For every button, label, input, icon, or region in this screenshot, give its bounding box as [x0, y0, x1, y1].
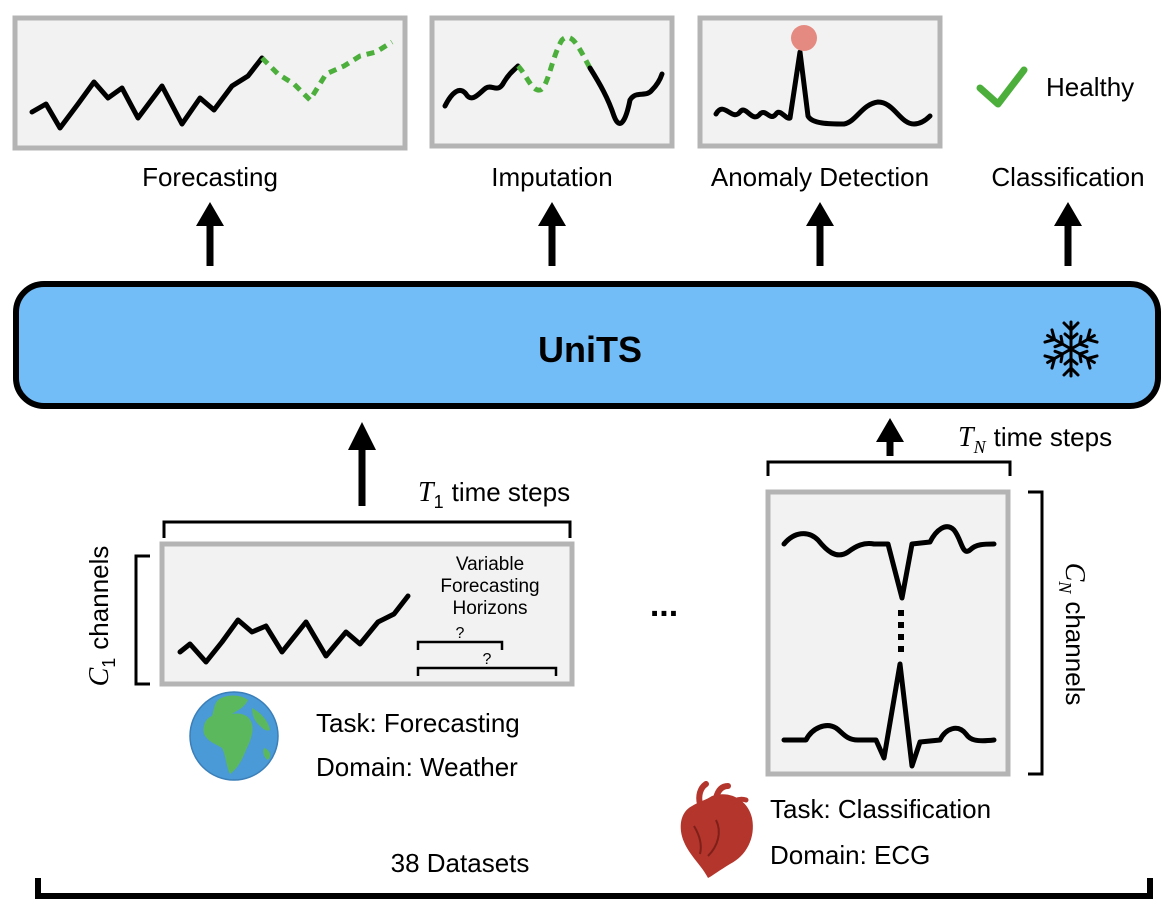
dataset-n-task: Task: Classification	[770, 794, 991, 824]
classification-label: Classification	[991, 162, 1144, 192]
ecg-series-top	[781, 524, 997, 601]
anomaly-series	[713, 49, 933, 127]
dataset-1-time-bracket	[162, 520, 572, 538]
snowflake-icon	[1042, 320, 1100, 378]
datasets-bracket	[35, 878, 1153, 899]
dataset-n-time-bracket	[766, 460, 1012, 476]
arrow-to-imputation-icon	[538, 202, 566, 266]
forecasting-panel	[12, 15, 408, 151]
input-arrow-n-icon	[876, 418, 904, 456]
arrow-to-anomaly-icon	[806, 202, 834, 266]
imputation-label: Imputation	[491, 162, 612, 192]
dataset-n-channel-bracket	[1028, 490, 1044, 776]
anomaly-detection-label: Anomaly Detection	[711, 162, 929, 192]
units-model-block: UniTS	[13, 281, 1161, 409]
forecasting-label: Forecasting	[142, 162, 278, 192]
model-name: UniTS	[538, 329, 642, 370]
dataset-n-channels-label: CNchannels	[1055, 563, 1090, 706]
horizon-mark-short: ?	[456, 625, 465, 642]
horizon-mark-long: ?	[483, 651, 492, 668]
globe-icon	[189, 691, 279, 781]
horizons-label-line2: Forecasting	[440, 576, 539, 597]
datasets-ellipsis: ...	[650, 586, 678, 624]
dataset-1-channel-bracket	[134, 554, 150, 686]
input-arrow-1-icon	[348, 422, 376, 506]
horizon-bracket-short	[416, 640, 504, 650]
forecasting-prediction-series	[260, 39, 394, 103]
imputation-panel	[429, 15, 675, 149]
dataset-1-channels-label: C1channels	[84, 546, 119, 687]
anomaly-marker	[791, 25, 817, 51]
horizons-label-line1: Variable	[456, 554, 524, 575]
heart-icon	[680, 781, 753, 878]
horizon-bracket-long	[416, 666, 558, 676]
imputation-imputed-series	[516, 35, 593, 93]
dataset-1-task: Task: Forecasting	[316, 708, 520, 738]
forecasting-history-series	[29, 55, 265, 131]
horizons-label-line3: Horizons	[453, 598, 528, 619]
classification-result-label: Healthy	[1046, 72, 1134, 102]
imputation-observed-series-right	[587, 65, 665, 126]
output-arrows	[196, 202, 1082, 266]
checkmark-icon	[976, 66, 1028, 108]
arrow-to-forecasting-icon	[196, 202, 224, 266]
anomaly-detection-panel	[697, 15, 943, 149]
arrow-to-classification-icon	[1054, 202, 1082, 266]
dataset-1-panel	[159, 541, 575, 687]
datasets-count-label: 38 Datasets	[391, 848, 530, 878]
dataset-n-domain: Domain: ECG	[770, 840, 930, 870]
imputation-observed-series-left	[442, 63, 521, 109]
dataset-1-domain: Domain: Weather	[316, 752, 518, 782]
ecg-series-bottom	[781, 661, 997, 769]
classification-result: Healthy	[976, 66, 1134, 108]
dataset-1-series	[177, 593, 411, 665]
